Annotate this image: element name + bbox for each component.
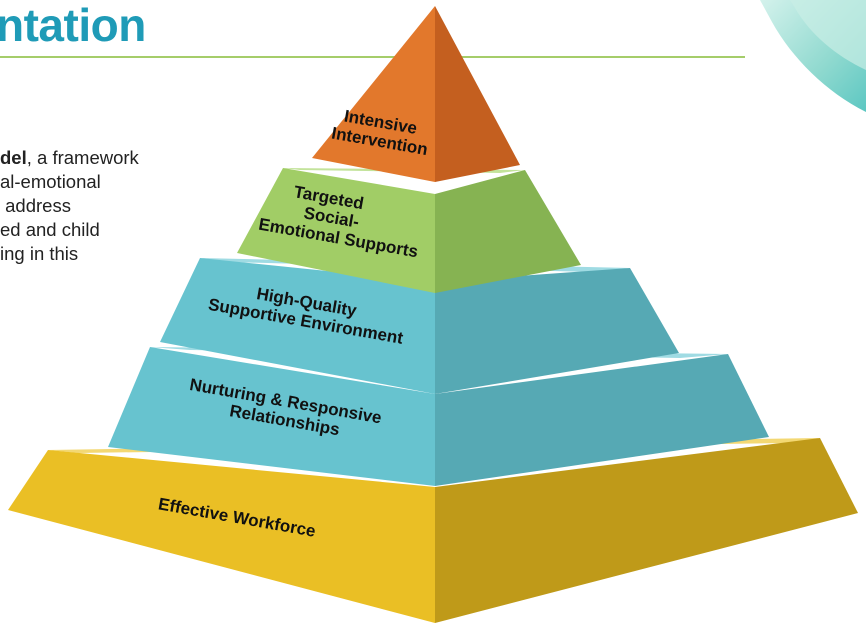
corner-swoosh-decoration <box>760 0 866 112</box>
body-line-3: address <box>0 195 71 216</box>
body-line-4: ed and child <box>0 219 100 240</box>
body-line-1: , a framework <box>26 147 139 168</box>
body-line-1-bold: del <box>0 147 27 168</box>
pyramid-level-targeted <box>237 168 581 293</box>
page-title: ntation <box>0 0 146 51</box>
title-underline <box>0 56 745 58</box>
pyramid-level-workforce <box>8 438 858 623</box>
intro-paragraph: del, a framework al-emotional address ed… <box>0 146 139 266</box>
pyramid-level-intensive <box>312 6 520 182</box>
body-line-2: al-emotional <box>0 171 101 192</box>
body-line-5: ing in this <box>0 243 79 264</box>
